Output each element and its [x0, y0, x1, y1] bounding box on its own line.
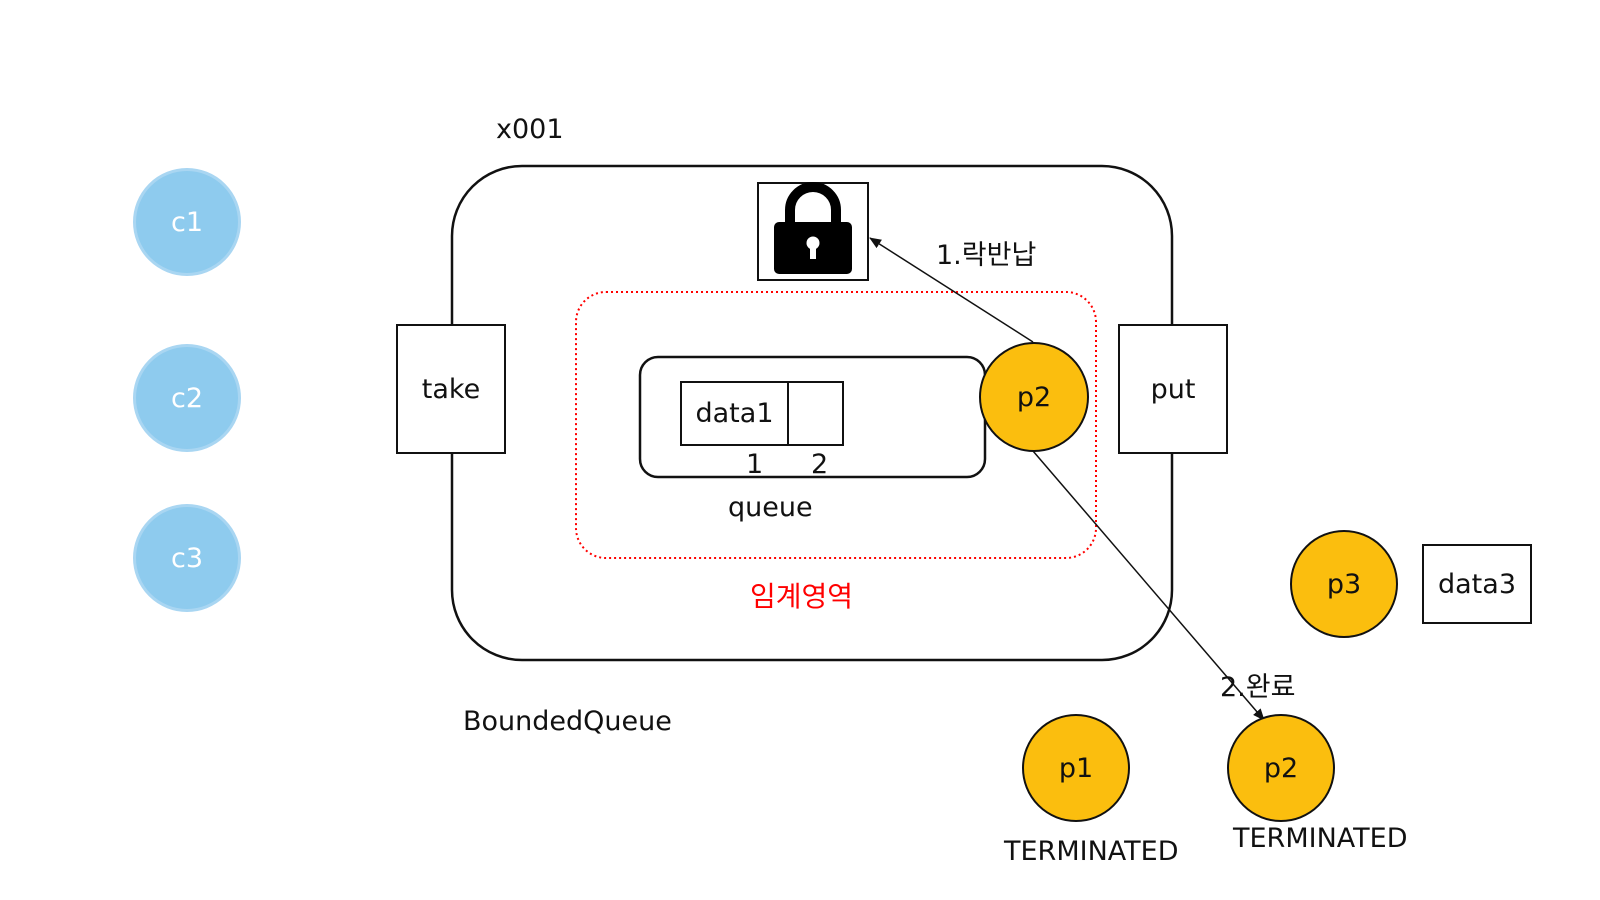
release-lock-arrow [869, 237, 1034, 343]
consumer-c3: c3 [133, 504, 241, 612]
consumer-c1: c1 [133, 168, 241, 276]
queue-label: queue [728, 492, 813, 523]
producer-p3: p3 [1290, 530, 1398, 638]
p1-state-label: TERMINATED [1004, 836, 1179, 867]
consumer-c2: c2 [133, 344, 241, 452]
lock-icon [774, 182, 852, 274]
instance-label: x001 [496, 114, 564, 145]
producer-p2-active: p2 [979, 342, 1089, 452]
producer-p2-terminated: p2 [1227, 714, 1335, 822]
producer-p1-terminated: p1 [1022, 714, 1130, 822]
complete-label: 2.완료 [1220, 672, 1296, 703]
queue-slot-1: data1 [680, 381, 789, 446]
critical-section-label: 임계영역 [750, 580, 854, 613]
p2-state-label: TERMINATED [1233, 823, 1408, 854]
put-method-box: put [1118, 324, 1228, 454]
queue-slot-2 [787, 381, 844, 446]
queue-index-2: 2 [811, 449, 829, 480]
critical-section-region [575, 291, 1097, 559]
data3-box: data3 [1422, 544, 1532, 624]
complete-arrow [1032, 450, 1265, 721]
queue-index-1: 1 [746, 449, 764, 480]
class-label: BoundedQueue [463, 706, 672, 737]
take-method-box: take [396, 324, 506, 454]
release-lock-label: 1.락반납 [936, 240, 1037, 271]
